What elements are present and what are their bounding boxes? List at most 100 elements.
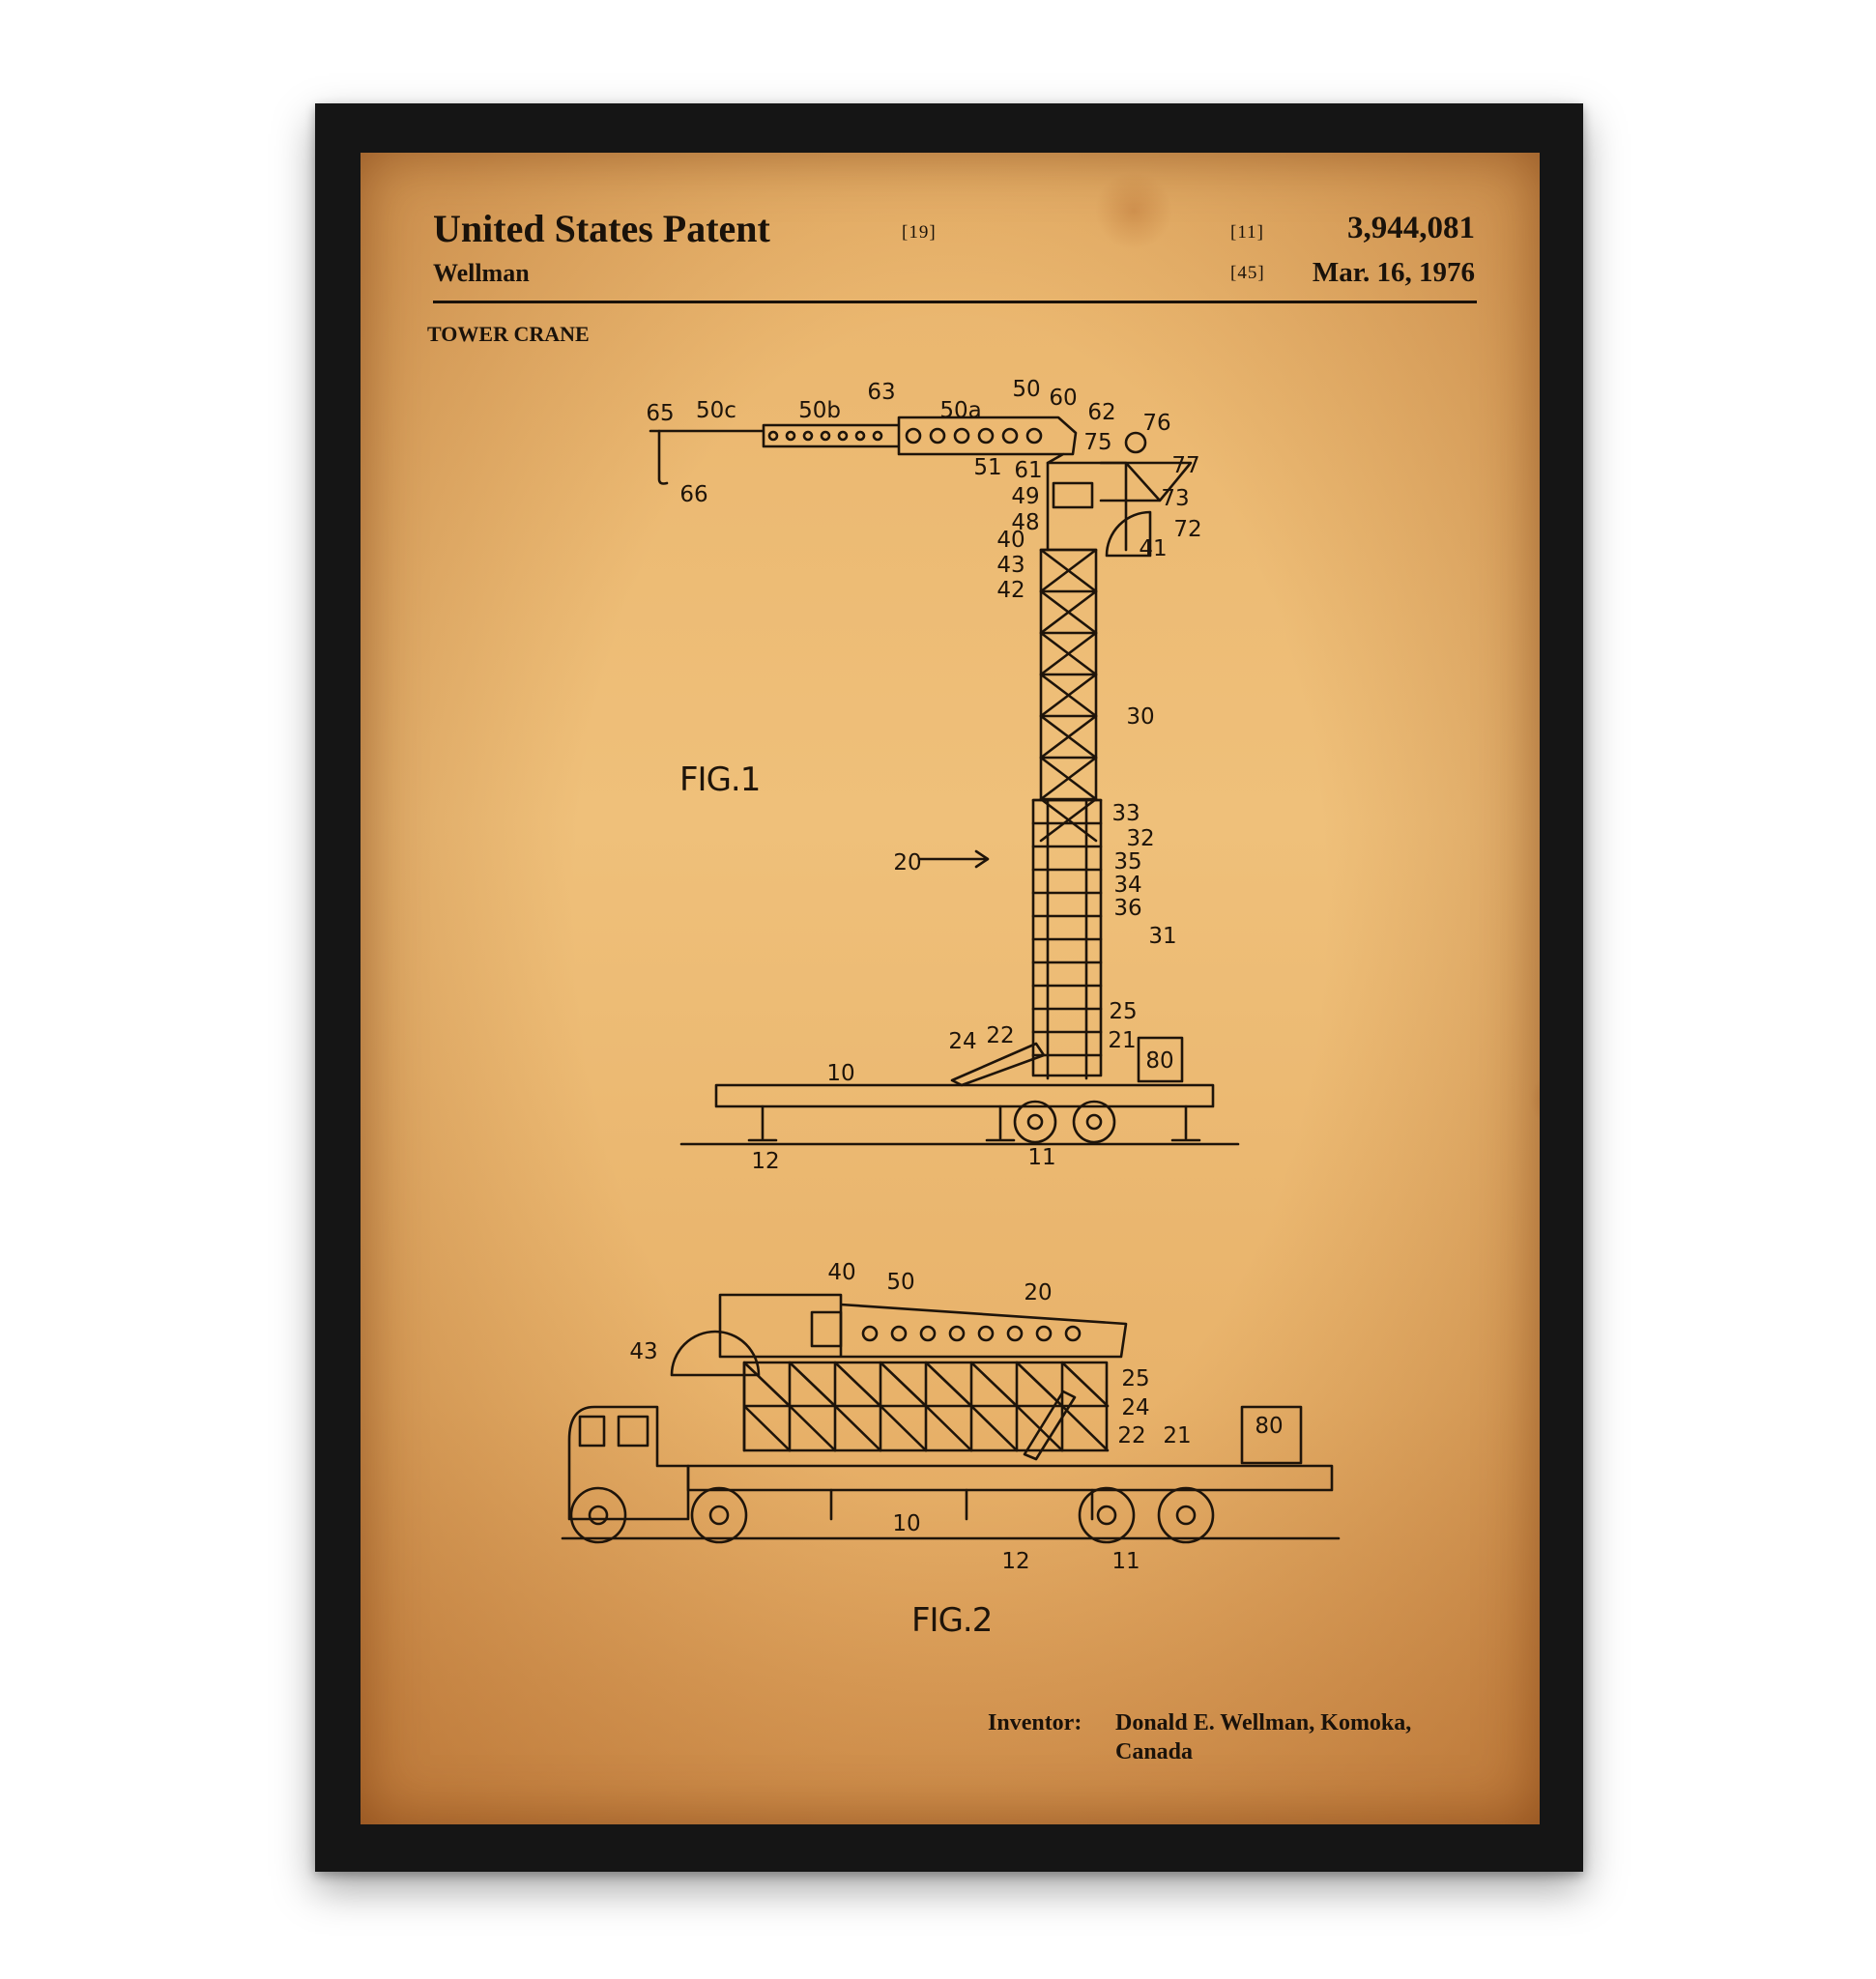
reference-numeral: 33 — [1111, 801, 1140, 826]
lattice-brace — [790, 1362, 835, 1450]
wheel — [571, 1488, 625, 1542]
reference-numeral: 40 — [996, 528, 1025, 553]
reference-numeral: 21 — [1163, 1423, 1191, 1448]
lower-mast — [1033, 800, 1101, 1076]
trailer-deck — [688, 1466, 1332, 1490]
platform-deck — [716, 1085, 1213, 1106]
reference-numeral: 12 — [751, 1149, 779, 1174]
fig2-label: FIG.2 — [911, 1601, 992, 1640]
jib-hole — [979, 429, 993, 443]
lattice-brace — [1033, 870, 1101, 893]
folded-jib — [720, 1295, 1126, 1357]
reference-numeral: 61 — [1014, 458, 1042, 483]
lattice-brace — [1041, 591, 1096, 633]
support-legs — [749, 1106, 1199, 1140]
wheel — [1015, 1102, 1055, 1142]
lattice-brace — [1033, 823, 1101, 846]
reference-numeral: 10 — [826, 1061, 854, 1086]
fig1-tower-crane-drawing: FIG.1 6550c50b6350a506062767577516173494… — [646, 377, 1238, 1174]
ram — [1025, 1391, 1075, 1459]
hook-line — [659, 431, 667, 484]
jib-hole — [892, 1327, 906, 1340]
jib-hole — [1066, 1327, 1080, 1340]
lattice-brace — [835, 1362, 880, 1450]
reference-numeral: 10 — [892, 1511, 920, 1536]
reference-numeral: 63 — [867, 380, 895, 405]
jib-hole — [1037, 1327, 1051, 1340]
reference-numeral: 35 — [1113, 849, 1141, 875]
arrow-20 — [919, 851, 988, 867]
reference-numeral: 11 — [1111, 1549, 1140, 1574]
reference-numeral: 20 — [1024, 1280, 1052, 1305]
fig2-transport-drawing: FIG.2 405020432524222180101211 — [563, 1260, 1339, 1640]
truck-cab — [569, 1407, 688, 1519]
reference-numeral: 77 — [1171, 453, 1199, 478]
lattice-brace — [1041, 633, 1096, 674]
jib-hole — [1027, 429, 1041, 443]
reference-numeral: 62 — [1087, 400, 1115, 425]
reference-numeral: 25 — [1109, 999, 1137, 1024]
reference-numeral: 66 — [679, 482, 707, 507]
jib — [650, 417, 1076, 463]
lattice-brace — [1033, 1032, 1101, 1055]
lattice-brace — [1033, 846, 1101, 870]
lattice-brace — [1033, 893, 1101, 916]
wheel — [1080, 1488, 1134, 1542]
reference-numeral: 51 — [973, 455, 1001, 480]
lattice-brace — [1041, 550, 1096, 591]
lattice-brace — [1033, 916, 1101, 939]
wheel — [1159, 1488, 1213, 1542]
lattice-brace — [1041, 799, 1096, 841]
reference-numeral: 42 — [996, 578, 1025, 603]
reference-numeral: 20 — [893, 850, 921, 875]
reference-numeral: 80 — [1145, 1048, 1173, 1074]
lattice-brace — [1041, 716, 1096, 758]
jib-hole — [921, 1327, 935, 1340]
reference-numeral: 41 — [1139, 536, 1167, 561]
jib-hole — [907, 429, 920, 443]
reference-numeral: 22 — [986, 1023, 1014, 1048]
jib-hole — [787, 432, 794, 440]
reference-numeral: 11 — [1027, 1145, 1055, 1170]
jib-hole — [1003, 429, 1017, 443]
jib-hole — [822, 432, 829, 440]
wheel — [692, 1488, 746, 1542]
reference-numeral: 50a — [939, 398, 981, 423]
fig1-label: FIG.1 — [679, 760, 760, 799]
reference-numeral: 36 — [1113, 896, 1141, 921]
lattice-brace — [1033, 939, 1101, 962]
lattice-brace — [1041, 758, 1096, 799]
lattice-brace — [880, 1362, 926, 1450]
quadrant — [672, 1332, 759, 1375]
reference-numeral: 34 — [1113, 873, 1141, 898]
jib-hole — [931, 429, 944, 443]
reference-numeral: 80 — [1255, 1414, 1283, 1439]
reference-numeral: 73 — [1161, 486, 1189, 511]
lattice-brace — [926, 1362, 971, 1450]
reference-numeral: 49 — [1011, 484, 1039, 509]
reference-numeral: 50c — [696, 398, 736, 423]
jib-hole — [839, 432, 847, 440]
reference-numeral: 40 — [827, 1260, 855, 1285]
lattice-brace — [1033, 1009, 1101, 1032]
lattice-brace — [971, 1362, 1017, 1450]
reference-numeral: 24 — [1121, 1395, 1149, 1420]
reference-numeral: 43 — [996, 553, 1025, 578]
reference-numeral: 22 — [1117, 1423, 1145, 1448]
reference-numeral: 50 — [1012, 377, 1040, 402]
jib-hole — [874, 432, 881, 440]
reference-numeral: 31 — [1148, 924, 1176, 949]
reference-numeral: 25 — [1121, 1366, 1149, 1391]
jib-hole — [955, 429, 968, 443]
jib-hole — [1008, 1327, 1022, 1340]
wheel — [1074, 1102, 1114, 1142]
jib-hole — [950, 1327, 964, 1340]
lattice-brace — [1033, 986, 1101, 1009]
reference-numeral: 65 — [646, 401, 674, 426]
reference-numeral: 72 — [1173, 517, 1201, 542]
jib-hole — [979, 1327, 993, 1340]
reference-numeral: 32 — [1126, 826, 1154, 851]
jib-hole — [804, 432, 812, 440]
reference-numeral: 50b — [798, 398, 841, 423]
lattice-brace — [1041, 674, 1096, 716]
